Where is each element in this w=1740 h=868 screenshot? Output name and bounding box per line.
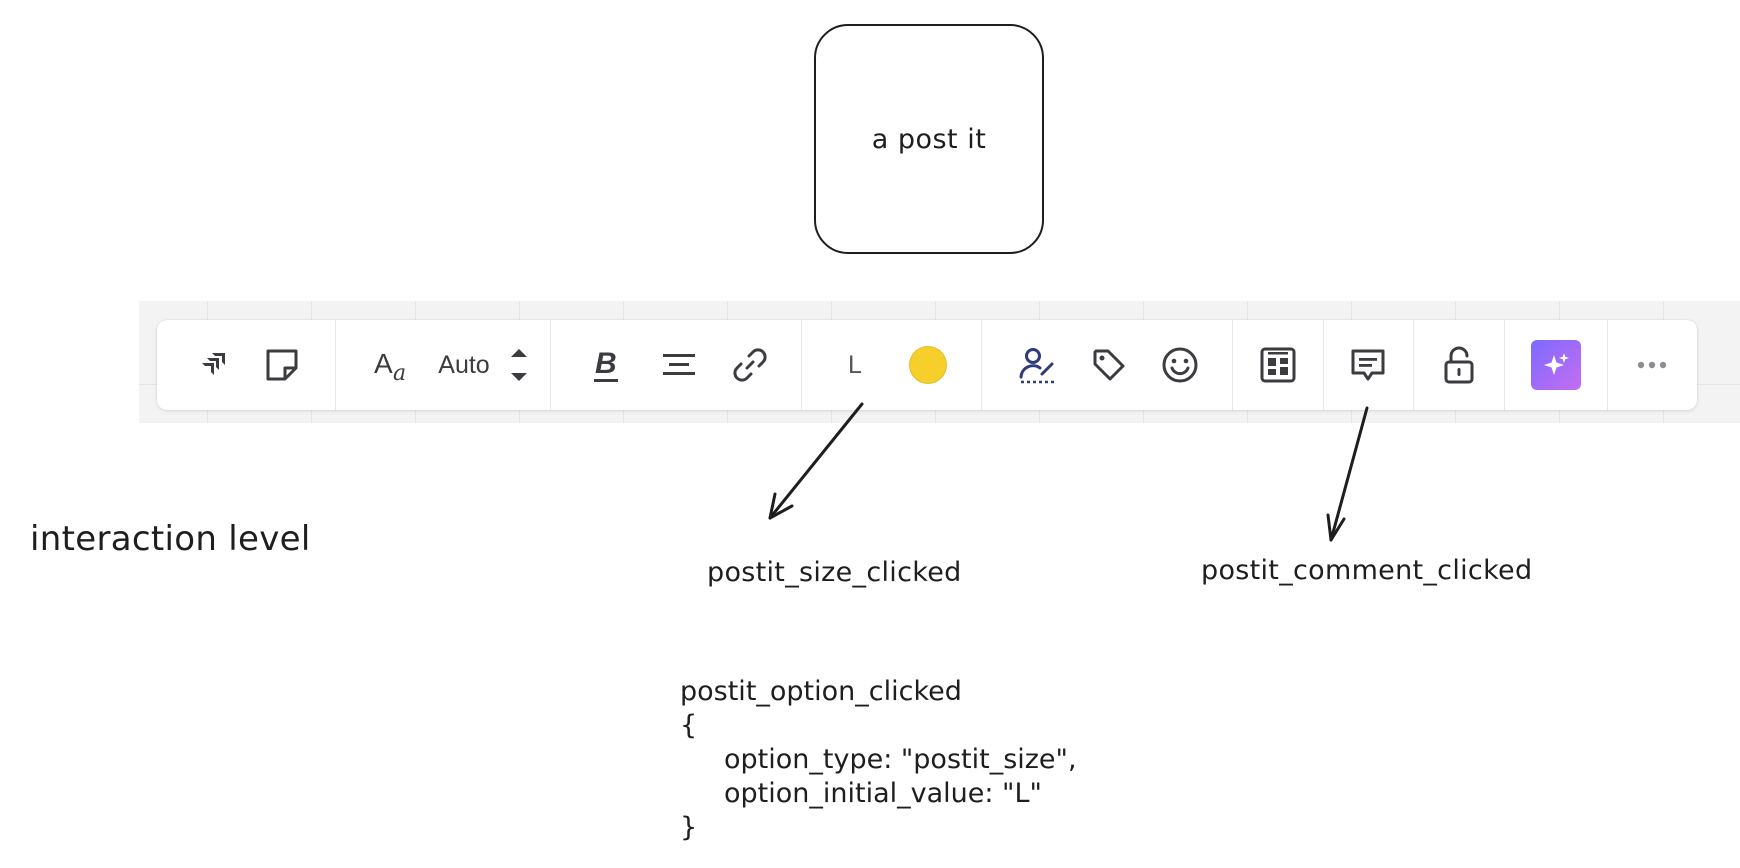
bold-icon[interactable]: B bbox=[582, 340, 632, 390]
toolbar-divider bbox=[1323, 320, 1324, 410]
postit-size-button[interactable]: L bbox=[848, 350, 862, 379]
sticky-note-shape-icon[interactable] bbox=[257, 340, 307, 390]
card-layout-icon[interactable] bbox=[1253, 340, 1303, 390]
svg-text:B: B bbox=[595, 347, 617, 380]
color-swatch bbox=[909, 346, 947, 384]
payload-line: option_type: "postit_size", bbox=[724, 744, 1077, 775]
assign-user-icon[interactable] bbox=[1012, 340, 1062, 390]
toolbar-divider bbox=[550, 320, 551, 410]
ai-assist-button[interactable] bbox=[1530, 340, 1582, 390]
font-size-stepper-icon[interactable] bbox=[499, 340, 539, 390]
event-payload-code: postit_option_clicked { option_type: "po… bbox=[680, 675, 1077, 845]
font-family-icon[interactable]: A a bbox=[367, 340, 417, 390]
event-name: postit_option_clicked bbox=[680, 676, 962, 707]
svg-text:A: A bbox=[374, 348, 393, 379]
postit-shape[interactable]: a post it bbox=[814, 24, 1044, 254]
comment-event-label: postit_comment_clicked bbox=[1201, 555, 1533, 586]
close-brace: } bbox=[680, 812, 698, 843]
align-center-icon[interactable] bbox=[654, 340, 704, 390]
toolbar-divider bbox=[1504, 320, 1505, 410]
open-brace: { bbox=[680, 710, 698, 741]
toolbar-divider bbox=[1413, 320, 1414, 410]
toolbar-divider bbox=[1232, 320, 1233, 410]
interaction-level-label: interaction level bbox=[30, 519, 311, 559]
arrow-to-comment-event bbox=[1329, 406, 1369, 542]
size-event-label: postit_size_clicked bbox=[707, 557, 962, 588]
sparkle-icon bbox=[1531, 340, 1581, 390]
toolbar-divider bbox=[335, 320, 336, 410]
postit-label: a post it bbox=[871, 123, 987, 155]
payload-line: option_initial_value: "L" bbox=[724, 778, 1042, 809]
more-options-icon[interactable] bbox=[1627, 340, 1677, 390]
comment-icon[interactable] bbox=[1343, 340, 1393, 390]
postit-context-toolbar: A a Auto B L bbox=[157, 320, 1697, 410]
jira-icon[interactable] bbox=[189, 340, 239, 390]
tag-icon[interactable] bbox=[1084, 340, 1134, 390]
unlock-icon[interactable] bbox=[1434, 340, 1484, 390]
toolbar-divider bbox=[981, 320, 982, 410]
link-icon[interactable] bbox=[725, 340, 775, 390]
svg-text:a: a bbox=[393, 361, 406, 383]
toolbar-divider bbox=[1607, 320, 1608, 410]
emoji-reaction-icon[interactable] bbox=[1155, 340, 1205, 390]
toolbar-divider bbox=[801, 320, 802, 410]
font-size-value[interactable]: Auto bbox=[438, 350, 490, 379]
postit-color-button[interactable] bbox=[903, 340, 953, 390]
